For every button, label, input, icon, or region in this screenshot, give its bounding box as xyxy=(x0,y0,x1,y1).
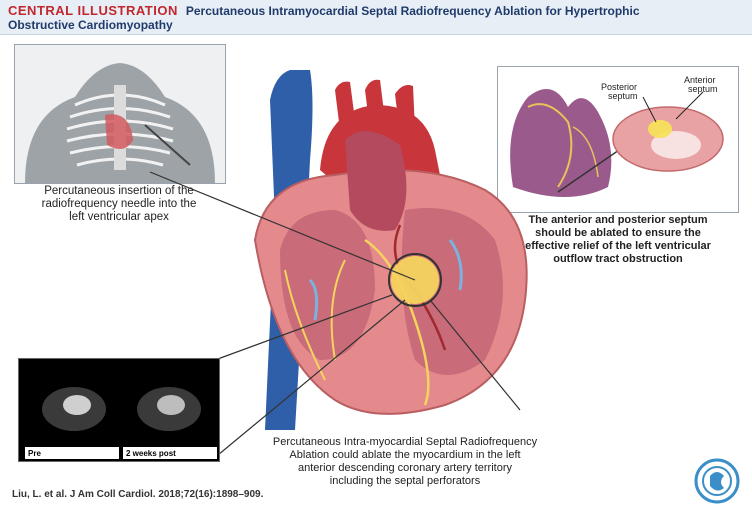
posterior-septum-label: septum xyxy=(608,91,638,101)
mri-images: Pre 2 weeks post xyxy=(19,359,219,461)
heart-illustration xyxy=(253,70,528,430)
journal-logo-icon xyxy=(694,458,740,504)
mri-panel: Pre 2 weeks post xyxy=(18,358,220,462)
header-title: Percutaneous Intramyocardial Septal Radi… xyxy=(185,4,640,18)
center-caption: Percutaneous Intra-myocardial Septal Rad… xyxy=(240,436,570,488)
center-caption-line: anterior descending coronary artery terr… xyxy=(298,462,512,474)
posterior-septum-label: Posterior xyxy=(601,82,637,92)
septum-panel: Posterior septum Anterior septum xyxy=(497,66,739,213)
septum-caption: The anterior and posterior septum should… xyxy=(500,214,736,266)
mri-pre-label: Pre xyxy=(28,449,41,458)
septum-illustration: Posterior septum Anterior septum xyxy=(498,67,738,212)
septum-caption-line: The anterior and posterior septum xyxy=(528,214,708,226)
chest-xray-illustration xyxy=(15,45,225,183)
chest-caption-line: radiofrequency needle into the xyxy=(41,198,197,210)
header-title-line1: CENTRAL ILLUSTRATION Percutaneous Intramy… xyxy=(8,3,640,18)
header-banner: CENTRAL ILLUSTRATION Percutaneous Intramy… xyxy=(0,0,752,35)
chest-caption-line: left ventricular apex xyxy=(69,211,169,223)
septum-caption-line: should be ablated to ensure the xyxy=(535,227,701,239)
header-tag: CENTRAL ILLUSTRATION xyxy=(8,3,178,18)
header-title-line2: Obstructive Cardiomyopathy xyxy=(8,18,173,32)
chest-caption-line: Percutaneous insertion of the xyxy=(44,185,194,197)
septum-caption-line: effective relief of the left ventricular xyxy=(525,240,711,252)
anterior-septum-label: Anterior xyxy=(684,75,716,85)
anterior-septum-label: septum xyxy=(688,84,718,94)
chest-caption: Percutaneous insertion of the radiofrequ… xyxy=(14,185,224,224)
citation: Liu, L. et al. J Am Coll Cardiol. 2018;7… xyxy=(12,489,264,500)
center-caption-line: Ablation could ablate the myocardium in … xyxy=(289,449,521,461)
center-caption-line: Percutaneous Intra-myocardial Septal Rad… xyxy=(272,436,538,448)
center-caption-line: including the septal perforators xyxy=(329,475,481,487)
chest-panel xyxy=(14,44,226,184)
septum-caption-line: outflow tract obstruction xyxy=(553,253,683,265)
mri-post-label: 2 weeks post xyxy=(126,449,176,458)
